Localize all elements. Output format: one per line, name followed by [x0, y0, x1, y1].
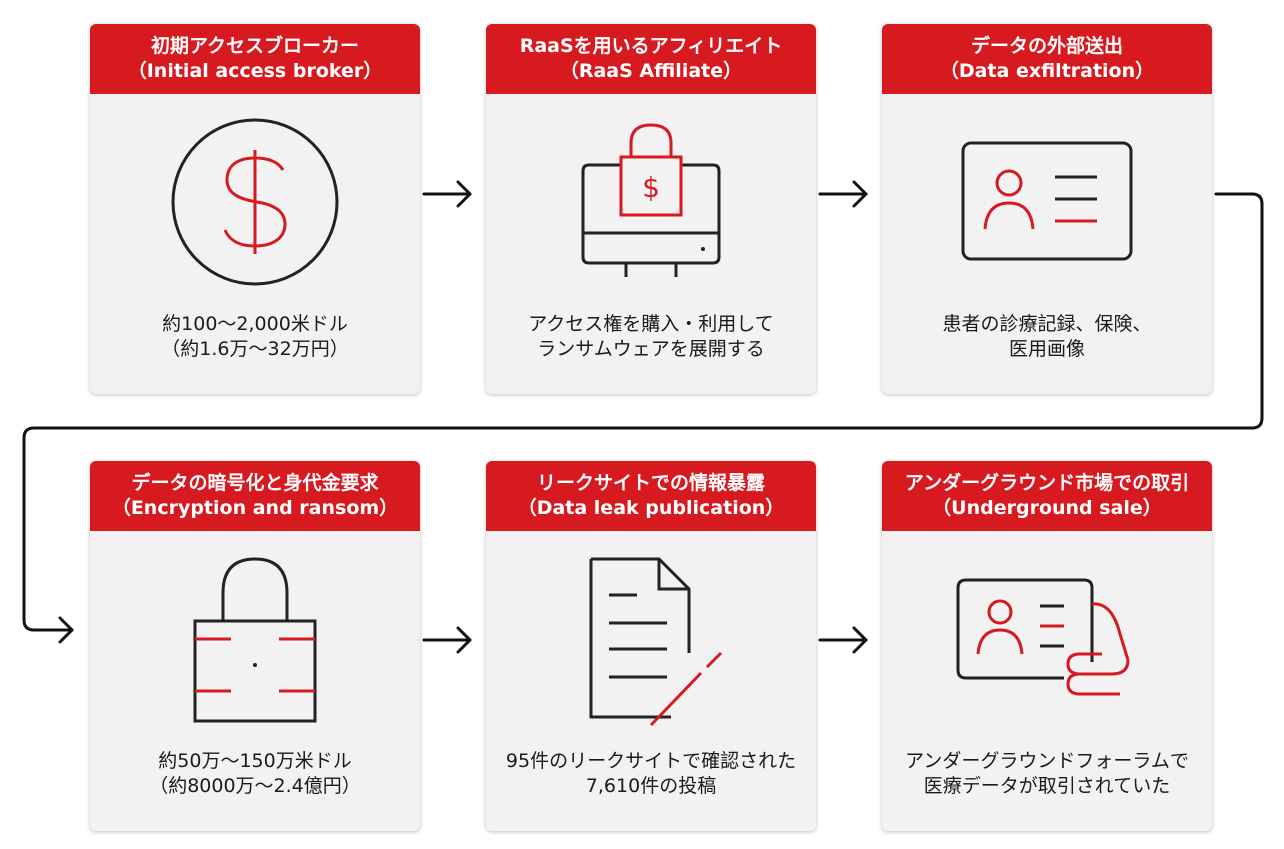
arrow-right-icon: [818, 626, 868, 654]
svg-text:$: $: [642, 171, 660, 204]
card-initial-access-broker: 初期アクセスブローカー （Initial access broker） 約100…: [90, 24, 420, 394]
card-description: 約100～2,000米ドル （約1.6万～32万円）: [90, 312, 420, 362]
card-header: アンダーグラウンド市場での取引 （Underground sale）: [882, 461, 1212, 531]
card-data-exfiltration: データの外部送出 （Data exfiltration） 患者の診療記録、保険、…: [882, 24, 1212, 394]
card-text-line: ランサムウェアを展開する: [537, 338, 765, 360]
arrow-right-icon: [818, 180, 868, 208]
card-text-line: 約50万～150万米ドル: [158, 750, 352, 772]
arrow-right-icon: [422, 180, 472, 208]
card-title: リークサイトでの情報暴露: [536, 472, 765, 494]
card-subtitle: （Encryption and ransom）: [111, 497, 399, 519]
card-text-line: （約8000万～2.4億円）: [149, 775, 361, 797]
card-header: データの暗号化と身代金要求 （Encryption and ransom）: [90, 461, 420, 531]
document-pen-icon: [589, 557, 723, 726]
card-subtitle: （Data leak publication）: [517, 497, 785, 519]
card-description: 約50万～150万米ドル （約8000万～2.4億円）: [90, 749, 420, 799]
card-text-line: 医用画像: [1008, 338, 1085, 360]
card-text-line: 医療データが取引されていた: [923, 775, 1171, 797]
card-subtitle: （Initial access broker）: [127, 60, 383, 82]
card-text-line: （約1.6万～32万円）: [161, 338, 349, 360]
padlock-icon: [193, 556, 317, 722]
computer-padlock-icon: $: [581, 122, 721, 277]
wrap-connector-arrow: [22, 192, 1264, 644]
card-text-line: アンダーグラウンドフォーラムで: [905, 750, 1189, 772]
card-subtitle: （Data exfiltration）: [939, 60, 1155, 82]
card-text-line: 患者の診療記録、保険、: [942, 313, 1152, 335]
id-card-icon: [961, 141, 1133, 260]
card-subtitle: （Underground sale）: [932, 497, 1162, 519]
card-description: アクセス権を購入・利用して ランサムウェアを展開する: [486, 312, 816, 362]
card-text-line: 7,610件の投稿: [585, 775, 717, 797]
card-header: データの外部送出 （Data exfiltration）: [882, 24, 1212, 94]
id-card-hand-icon: [956, 578, 1130, 695]
card-header: RaaSを用いるアフィリエイト （RaaS Affiliate）: [486, 24, 816, 94]
card-title: データの暗号化と身代金要求: [131, 472, 379, 494]
card-title: 初期アクセスブローカー: [150, 35, 360, 57]
card-raas-affiliate: RaaSを用いるアフィリエイト （RaaS Affiliate） $: [486, 24, 816, 394]
card-text-line: 95件のリークサイトで確認された: [505, 750, 797, 772]
card-description: 95件のリークサイトで確認された 7,610件の投稿: [486, 749, 816, 799]
card-description: 患者の診療記録、保険、 医用画像: [882, 312, 1212, 362]
arrow-right-icon: [422, 626, 472, 654]
card-encryption-ransom: データの暗号化と身代金要求 （Encryption and ransom） 約5…: [90, 461, 420, 831]
card-data-leak-publication: リークサイトでの情報暴露 （Data leak publication） 9: [486, 461, 816, 831]
card-description: アンダーグラウンドフォーラムで 医療データが取引されていた: [882, 749, 1212, 799]
card-title: アンダーグラウンド市場での取引: [904, 472, 1190, 494]
card-header: 初期アクセスブローカー （Initial access broker）: [90, 24, 420, 94]
card-header: リークサイトでの情報暴露 （Data leak publication）: [486, 461, 816, 531]
card-text-line: 約100～2,000米ドル: [162, 313, 348, 335]
card-title: RaaSを用いるアフィリエイト: [519, 35, 783, 57]
card-title: データの外部送出: [970, 35, 1123, 57]
card-underground-sale: アンダーグラウンド市場での取引 （Underground sale）: [882, 461, 1212, 831]
card-text-line: アクセス権を購入・利用して: [528, 313, 774, 335]
card-subtitle: （RaaS Affiliate）: [559, 60, 743, 82]
dollar-coin-icon: [171, 118, 339, 285]
